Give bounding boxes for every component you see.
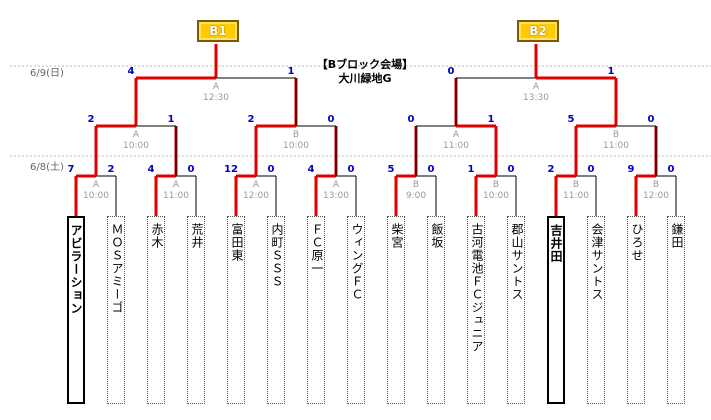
team-name: ひろせ xyxy=(630,223,644,262)
score-left: 0 xyxy=(408,114,415,125)
team-name: 富田東 xyxy=(230,223,244,262)
score-left: 0 xyxy=(448,66,455,77)
team-box: ＦＣ原一 xyxy=(307,216,325,404)
match-time: 10:00 xyxy=(123,141,149,151)
match-court: A xyxy=(133,130,140,140)
venue-title: 【Bブロック会場】 xyxy=(316,58,414,71)
match-court: A xyxy=(253,180,260,190)
score-right: 0 xyxy=(348,164,355,175)
score-left: 5 xyxy=(388,164,395,175)
match-court: A xyxy=(213,82,220,92)
team-name: 鎌田 xyxy=(670,223,684,249)
match-time: 12:00 xyxy=(243,191,269,201)
score-right: 0 xyxy=(668,164,675,175)
match-court: A xyxy=(453,130,460,140)
match-court: B xyxy=(613,130,619,140)
score-right: 1 xyxy=(608,66,615,77)
score-right: 1 xyxy=(488,114,495,125)
score-left: 12 xyxy=(224,164,238,175)
date-label-day1: 6/8(土) xyxy=(30,162,64,173)
team-box: ＭＯＳアミーゴ xyxy=(107,216,125,404)
match-court: B xyxy=(573,180,579,190)
match-time: 11:00 xyxy=(443,141,469,151)
team-box: 吉井田 xyxy=(547,216,565,404)
venue-label: 【Bブロック会場】 大川緑地G xyxy=(290,58,440,86)
score-right: 0 xyxy=(648,114,655,125)
team-box: 古河電池ＦＣジュニア xyxy=(467,216,485,404)
team-box: ウィングＦＣ xyxy=(347,216,365,404)
team-name: ＦＣ原一 xyxy=(310,223,324,275)
score-left: 4 xyxy=(148,164,155,175)
match-court: A xyxy=(173,180,180,190)
team-name: アビラーション xyxy=(69,224,83,315)
match-court: A xyxy=(333,180,340,190)
date-label-day2: 6/9(日) xyxy=(30,68,64,79)
score-left: 1 xyxy=(468,164,475,175)
team-box: 荒井 xyxy=(187,216,205,404)
match-time: 10:00 xyxy=(283,141,309,151)
seed-b2: B2 xyxy=(517,20,559,42)
score-right: 1 xyxy=(168,114,175,125)
match-court: B xyxy=(653,180,659,190)
team-box: 会津サントス xyxy=(587,216,605,404)
team-box: 富田東 xyxy=(227,216,245,404)
score-right: 0 xyxy=(268,164,275,175)
match-time: 12:00 xyxy=(643,191,669,201)
team-box: 柴宮 xyxy=(387,216,405,404)
match-time: 11:00 xyxy=(163,191,189,201)
match-time: 11:00 xyxy=(563,191,589,201)
score-left: 7 xyxy=(68,164,75,175)
score-left: 5 xyxy=(568,114,575,125)
team-name: 荒井 xyxy=(190,223,204,249)
team-box: 赤木 xyxy=(147,216,165,404)
match-time: 12:30 xyxy=(203,93,229,103)
score-right: 0 xyxy=(508,164,515,175)
match-time: 9:00 xyxy=(406,191,426,201)
team-box: ひろせ xyxy=(627,216,645,404)
score-left: 2 xyxy=(548,164,555,175)
score-left: 2 xyxy=(88,114,95,125)
team-name: ＭＯＳアミーゴ xyxy=(110,223,124,314)
team-box: 飯坂 xyxy=(427,216,445,404)
seed-b1: B1 xyxy=(197,20,239,42)
match-court: B xyxy=(413,180,419,190)
score-right: 1 xyxy=(288,66,295,77)
match-court: A xyxy=(533,82,540,92)
venue-name: 大川緑地G xyxy=(338,72,392,85)
team-name: ウィングＦＣ xyxy=(350,223,364,301)
match-time: 13:30 xyxy=(523,93,549,103)
team-name: 内町ＳＳＳ xyxy=(270,223,284,288)
match-court: B xyxy=(493,180,499,190)
team-box: 郡山サントス xyxy=(507,216,525,404)
score-right: 0 xyxy=(588,164,595,175)
team-name: 飯坂 xyxy=(430,223,444,249)
team-name: 古河電池ＦＣジュニア xyxy=(470,223,484,353)
team-box: 鎌田 xyxy=(667,216,685,404)
score-left: 2 xyxy=(248,114,255,125)
team-box: 内町ＳＳＳ xyxy=(267,216,285,404)
score-left: 9 xyxy=(628,164,635,175)
match-court: A xyxy=(93,180,100,190)
team-name: 赤木 xyxy=(150,223,164,249)
score-left: 4 xyxy=(308,164,315,175)
score-right: 0 xyxy=(328,114,335,125)
score-left: 4 xyxy=(128,66,135,77)
match-time: 13:00 xyxy=(323,191,349,201)
match-court: B xyxy=(293,130,299,140)
match-time: 11:00 xyxy=(603,141,629,151)
team-name: 会津サントス xyxy=(590,223,604,301)
score-right: 2 xyxy=(108,164,115,175)
team-name: 吉井田 xyxy=(549,224,563,263)
score-right: 0 xyxy=(188,164,195,175)
team-name: 柴宮 xyxy=(390,223,404,249)
seed-b2-label: B2 xyxy=(529,24,547,38)
score-right: 0 xyxy=(428,164,435,175)
match-time: 10:00 xyxy=(483,191,509,201)
match-time: 10:00 xyxy=(83,191,109,201)
seed-b1-label: B1 xyxy=(209,24,227,38)
team-name: 郡山サントス xyxy=(510,223,524,301)
team-box: アビラーション xyxy=(67,216,85,404)
